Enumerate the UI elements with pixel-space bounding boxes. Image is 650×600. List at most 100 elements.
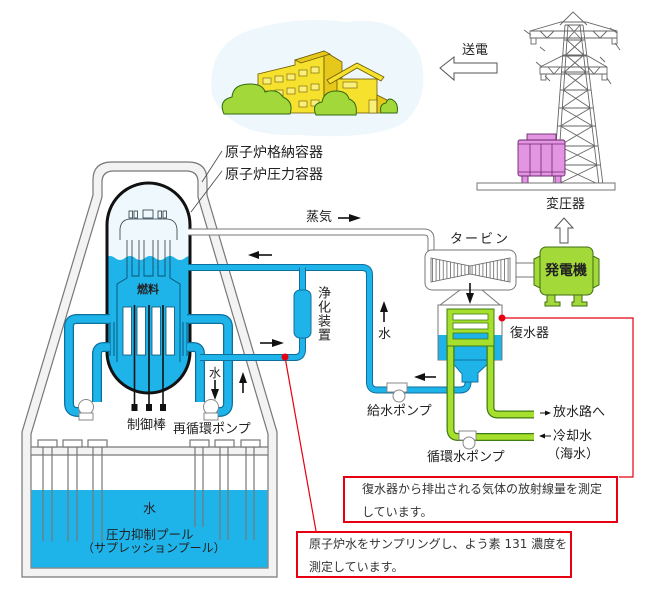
control-rod-drive <box>160 404 166 411</box>
window <box>274 75 284 83</box>
transmission-tower <box>523 11 621 186</box>
fuel-assembly <box>151 306 161 356</box>
callout-text-line: 測定しています。 <box>309 560 404 574</box>
house-roof <box>326 62 385 85</box>
cooling-inlet-pipe <box>447 344 534 440</box>
arrow-right-icon <box>540 410 551 416</box>
generator-flap-left <box>533 255 541 289</box>
recirculation-pipe-right <box>187 315 232 416</box>
fuel-assembly <box>136 306 146 356</box>
dryer-vent <box>162 210 167 219</box>
house-window <box>342 81 358 89</box>
vent-cap <box>37 439 58 448</box>
circulating-water-pump <box>462 436 476 450</box>
bush-left <box>221 83 292 115</box>
window <box>298 69 308 77</box>
recirculation-pump-left-base <box>78 412 94 421</box>
fuel-assembly <box>165 306 175 356</box>
house-door <box>368 99 378 114</box>
recirculation-pump-right <box>203 399 219 415</box>
control-rods <box>133 305 164 405</box>
purification-unit-label: 浄化装置 <box>315 286 330 342</box>
dryer-vent <box>128 210 133 219</box>
arrow-right-icon <box>260 339 284 347</box>
transformer-body <box>517 139 566 177</box>
containment-leader-line <box>201 150 223 183</box>
tower-upper-crossarm-braces <box>530 30 617 39</box>
discharge-channel-label: 放水路へ <box>553 405 606 420</box>
feedwater-flow-label: 水 <box>378 327 392 342</box>
tower-upper-crossarm <box>529 21 618 39</box>
dryer-vent <box>157 210 162 219</box>
steam-dryer <box>119 218 178 240</box>
steam-label: 蒸気 <box>306 210 333 225</box>
arrow-left-icon <box>414 373 436 381</box>
recirculation-pipe-left <box>65 315 110 416</box>
fuel-label: 燃料 <box>137 283 159 296</box>
cooling-outlet-pipe <box>487 344 534 418</box>
arrow-up-icon <box>239 372 247 393</box>
pressure-vessel-label: 原子炉圧力容器 <box>225 167 323 183</box>
callout-text-line: 復水器から排出される気体の放射線量を測定 <box>362 482 603 496</box>
tube-slot <box>452 322 489 330</box>
reactor-sampling-point <box>281 353 289 361</box>
reactor-pressure-vessel <box>105 181 192 411</box>
recirculation-loops <box>64 314 233 421</box>
seawater-label: （海水） <box>547 447 600 462</box>
window <box>262 77 272 85</box>
pool-water-label: 水 <box>143 502 157 517</box>
suppression-pool-alt-label: （サプレッションプール） <box>82 541 226 555</box>
main-steam-pipe <box>188 229 434 252</box>
recirculation-return-left <box>93 343 110 402</box>
feedwater-pump-body <box>386 382 408 393</box>
generator-foot-right <box>571 294 588 307</box>
callout-text-line: 原子炉水をサンプリングし、よう素 131 濃度を <box>309 537 568 551</box>
window <box>286 73 296 81</box>
apartment-windows <box>262 66 320 108</box>
arrow-up-icon <box>380 301 388 322</box>
window <box>310 66 320 74</box>
recirculation-pump-label: 再循環ポンプ <box>173 422 251 437</box>
generator-foot-left <box>544 294 561 307</box>
insulator <box>530 37 537 45</box>
vent-cap <box>62 439 83 448</box>
window <box>298 100 308 108</box>
feedwater-pump <box>392 389 406 403</box>
power-lines <box>523 27 621 85</box>
purification-unit <box>293 289 312 339</box>
fuel-assembly <box>122 306 132 356</box>
tower-base-platform <box>476 182 616 191</box>
arrow-down-icon <box>211 380 219 400</box>
vent-cap <box>87 439 108 448</box>
suppression-pool-label: 圧力抑制プール <box>106 527 194 542</box>
steam-separators <box>126 240 171 268</box>
arrow-down-icon <box>466 283 474 304</box>
dryer-vent <box>133 210 138 219</box>
condenser-offgas-point <box>498 314 506 322</box>
vent-downcomers <box>37 439 261 541</box>
bush-middle <box>314 90 357 116</box>
power-transmission-label: 送電 <box>462 43 489 58</box>
generator <box>533 246 600 307</box>
control-rod-drive <box>131 404 138 411</box>
town-buildings <box>221 50 398 116</box>
recirculation-return-right <box>187 343 204 402</box>
condenser-hotwell <box>449 359 494 383</box>
jet-pumps <box>109 322 188 356</box>
power-transmission-arrow-icon <box>439 55 498 82</box>
transformer-lid <box>526 133 557 141</box>
vent-cap <box>214 439 235 448</box>
bush-right <box>380 98 398 114</box>
generator-flap-right <box>592 255 600 289</box>
condenser <box>437 304 534 441</box>
pressure-vessel-leader-line <box>190 170 223 213</box>
turbine-label: タービン <box>450 232 511 247</box>
downcomer-pipes <box>42 447 255 541</box>
arrow-left-icon <box>539 433 551 439</box>
containment-vessel-label: 原子炉格納容器 <box>225 145 323 161</box>
tower-lattice <box>552 11 604 186</box>
transformer-up-arrow-icon <box>553 217 575 244</box>
recirculation-pump-left <box>78 399 94 415</box>
turbine <box>424 249 537 306</box>
